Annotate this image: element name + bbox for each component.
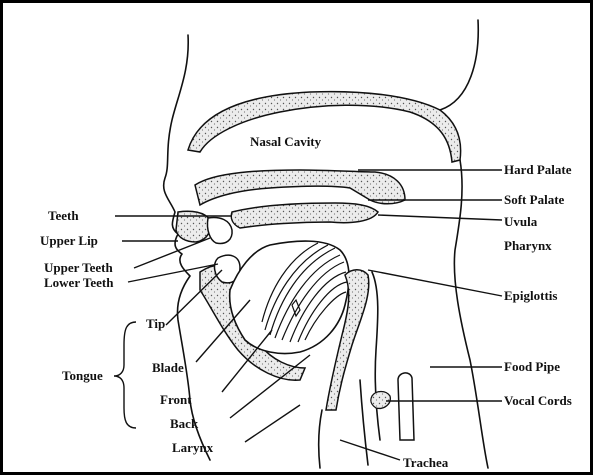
label-front: Front [160,392,192,407]
label-pharynx: Pharynx [504,238,552,253]
upper-teeth-shape [207,218,232,244]
label-back: Back [170,416,199,431]
label-trachea: Trachea [403,455,449,470]
tongue-shape [230,241,349,353]
label-nasal-cavity: Nasal Cavity [250,134,322,149]
label-upper-lip: Upper Lip [40,233,98,248]
label-soft-palate: Soft Palate [504,192,565,207]
label-hard-palate: Hard Palate [504,162,572,177]
trachea-wall [319,380,368,468]
vocal-cords-shape [371,392,391,409]
label-uvula: Uvula [504,214,538,229]
label-vocal-cords: Vocal Cords [504,393,572,408]
label-tip: Tip [146,316,165,331]
soft-palate-shape [231,203,378,228]
label-epiglottis: Epiglottis [504,288,557,303]
label-larynx: Larynx [172,440,214,455]
label-lower-teeth: Lower Teeth [44,275,114,290]
pharynx-wall [372,272,380,440]
nasal-cavity-roof [188,92,461,162]
label-upper-teeth: Upper Teeth [44,260,114,275]
food-pipe-shape [398,373,414,440]
label-tongue: Tongue [62,368,103,383]
vocal-tract-diagram: Nasal Cavity Hard Palate Soft Palate Uvu… [3,3,590,472]
label-food-pipe: Food Pipe [504,359,560,374]
label-teeth: Teeth [48,208,79,223]
label-blade: Blade [152,360,184,375]
